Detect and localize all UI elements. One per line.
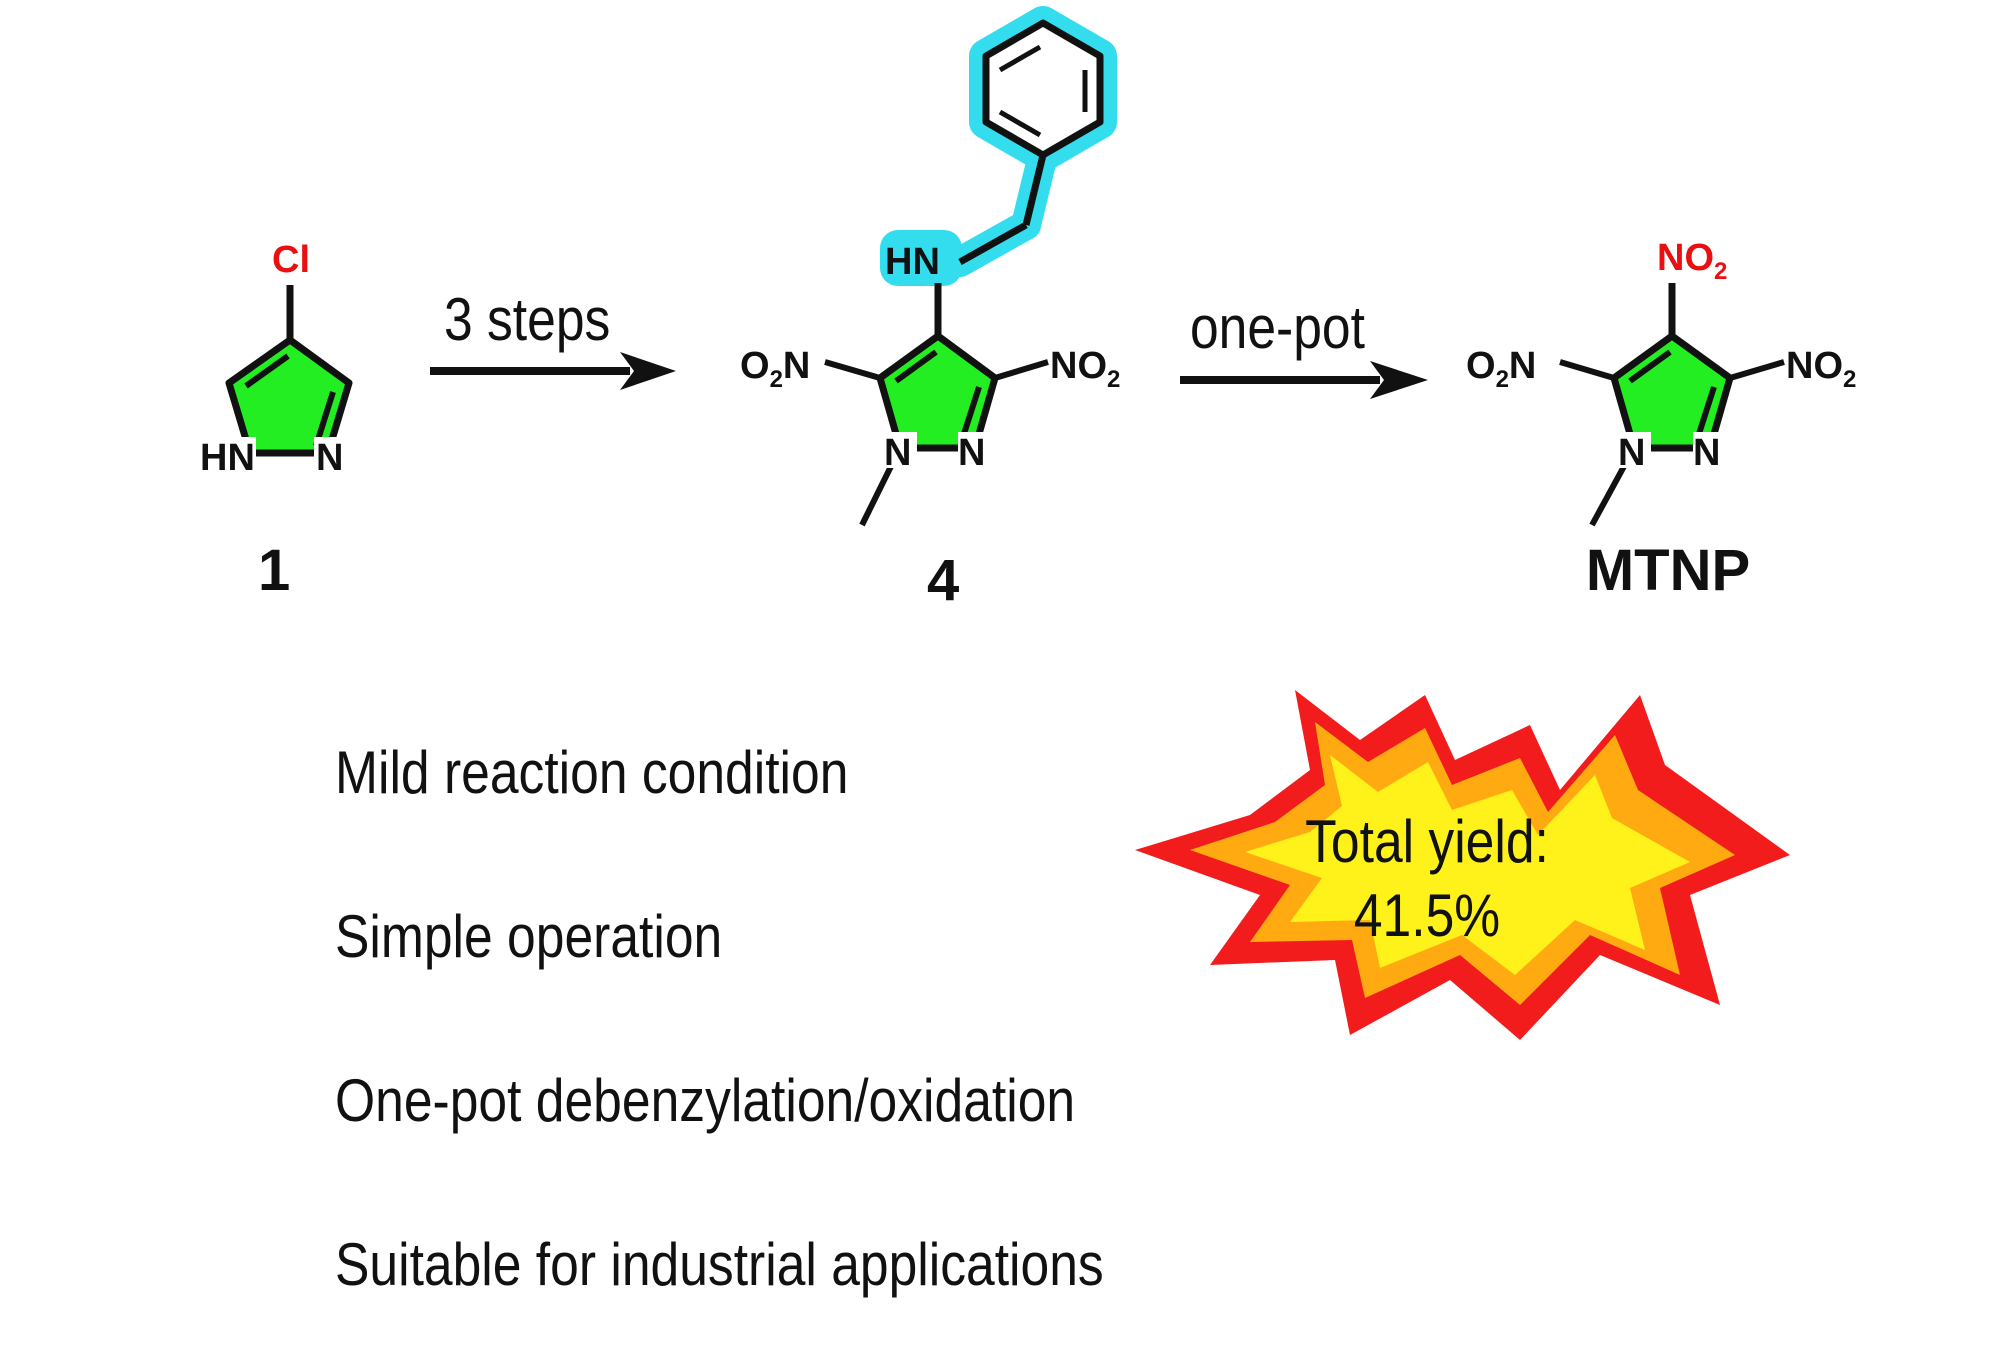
compound-label-4: 4 (927, 548, 959, 613)
feature-item-industrial: Suitable for industrial applications (335, 1231, 1104, 1298)
arrow-label-2: one-pot (1190, 293, 1365, 361)
n-atom-1: N (316, 437, 343, 479)
compound-label-mtnp: MTNP (1586, 538, 1750, 603)
nitro-right-mtnp: NO2 (1786, 345, 1856, 393)
pyrazole-ring-1 (225, 336, 353, 457)
compound-mtnp: NO2 N N O2N NO2 MTNP (1466, 237, 1856, 603)
n-atom-mtnp-b: N (1693, 432, 1720, 474)
nitro-right-4: NO2 (1050, 345, 1120, 393)
burst-inner (1245, 755, 1690, 975)
n-atom-4b: N (958, 432, 985, 474)
burst-line-2: 41.5% (1354, 881, 1500, 949)
nitro-top-mtnp: NO2 (1657, 237, 1727, 285)
arrow-label-1: 3 steps (444, 285, 610, 353)
yield-burst: Total yield: 41.5% (1135, 690, 1790, 1040)
chlorine-atom: Cl (272, 239, 310, 281)
compound-1: Cl HN N 1 (200, 239, 353, 603)
burst-line-1: Total yield: (1305, 807, 1549, 875)
feature-item-one-pot: One-pot debenzylation/oxidation (335, 1067, 1076, 1134)
amine-nh: HN (885, 241, 940, 283)
compound-label-1: 1 (258, 538, 290, 603)
arrow-3-steps: 3 steps (430, 285, 676, 390)
n-atom-mtnp-a: N (1618, 432, 1645, 474)
compound-4: HN N N O2N NO2 4 (740, 6, 1120, 613)
feature-item-simple: Simple operation (335, 903, 723, 970)
nh-atom-1: HN (200, 437, 255, 479)
n-atom-4a: N (884, 432, 911, 474)
nitro-left-mtnp: O2N (1466, 345, 1536, 393)
feature-item-mild: Mild reaction condition (335, 739, 849, 806)
arrow-one-pot: one-pot (1180, 293, 1428, 399)
nitro-left-4: O2N (740, 345, 810, 393)
